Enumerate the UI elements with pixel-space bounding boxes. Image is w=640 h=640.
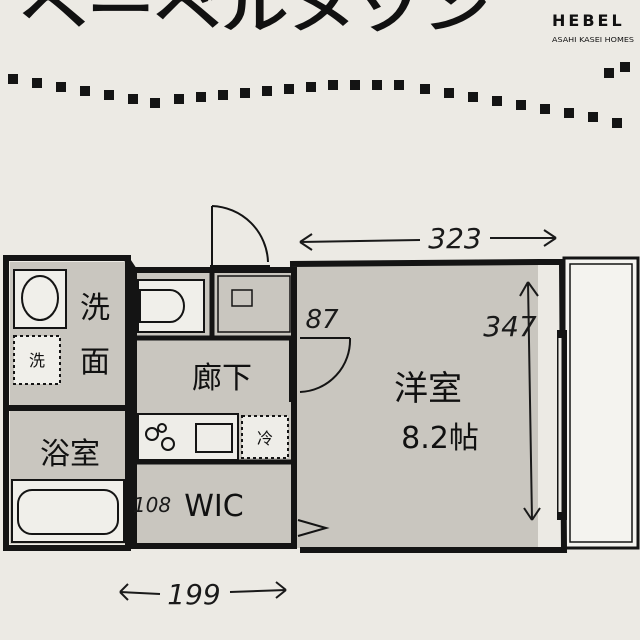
- toilet-icon: [137, 279, 205, 333]
- bottom-width-note: 199: [167, 578, 220, 611]
- banner-text: ヘーベルメゾン: [20, 0, 490, 41]
- washer-space: 洗: [13, 335, 61, 385]
- brand-logo-top: HEBEL: [552, 11, 625, 30]
- western-room-label: 洋室: [394, 369, 462, 409]
- room-height-note: 347: [483, 310, 537, 343]
- wic-width-note: 108: [133, 493, 171, 517]
- wic-door: [297, 519, 330, 537]
- central-walls: [131, 267, 297, 549]
- room-labels: 洋室 8.2帖 廊下 洗 面 浴室 WIC: [40, 291, 479, 524]
- western-room-walls: [289, 259, 568, 553]
- washer-label: 洗: [29, 351, 45, 370]
- header-banner: ヘーベルメゾン HEBEL ASAHI KASEI HOMES: [8, 0, 635, 128]
- bathroom-label: 浴室: [40, 437, 100, 472]
- western-room-size: 8.2帖: [401, 421, 479, 456]
- height-dimension-arrow: [519, 281, 541, 521]
- bathtub-icon: [11, 479, 125, 543]
- top-width-note: 323: [428, 222, 481, 255]
- fridge-space: 冷: [241, 415, 289, 459]
- kitchen-counter: [137, 413, 239, 461]
- washbasin-icon: [13, 269, 67, 329]
- small-width-note: 87: [305, 305, 339, 335]
- top-dimension-arrow: [299, 229, 557, 251]
- brand-logo-bottom: ASAHI KASEI HOMES: [552, 36, 635, 44]
- dotted-border: [8, 62, 630, 128]
- handwritten-annotations: [119, 229, 557, 601]
- washroom-label-1: 洗: [80, 291, 110, 326]
- balcony: [562, 256, 640, 550]
- washroom-label-2: 面: [80, 345, 110, 380]
- brand-logo: HEBEL ASAHI KASEI HOMES: [552, 11, 635, 44]
- bottom-dimension-arrow: [119, 581, 287, 601]
- entrance-door: [210, 205, 270, 267]
- fridge-label: 冷: [257, 429, 273, 448]
- wic-label: WIC: [184, 489, 243, 524]
- left-unit-walls: [3, 255, 137, 551]
- corridor-label: 廊下: [192, 361, 252, 396]
- western-room-door: [299, 337, 352, 393]
